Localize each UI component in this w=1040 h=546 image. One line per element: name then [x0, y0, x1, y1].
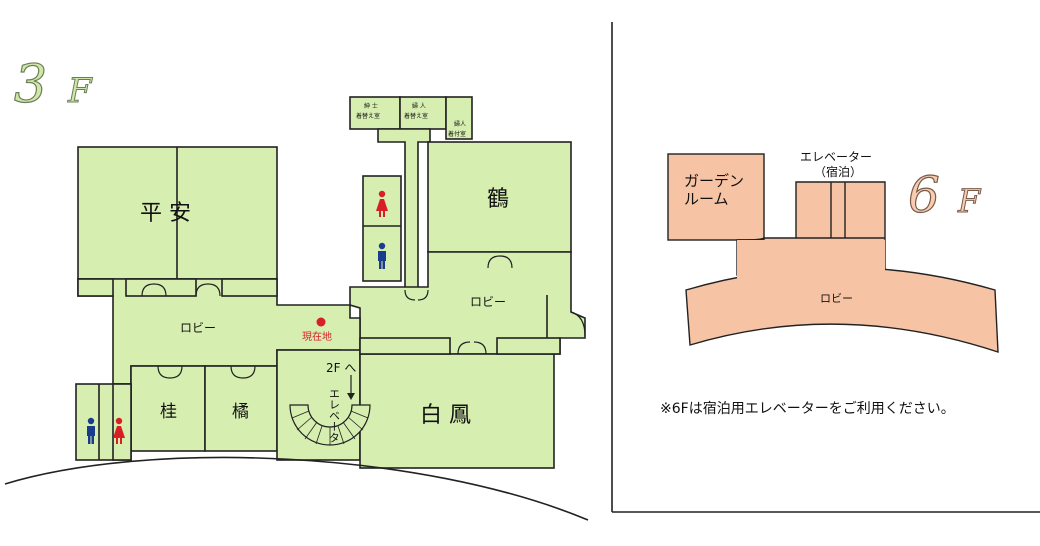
female-restroom-icon-south — [113, 417, 125, 444]
womens-kitsuke-label-1: 婦人 — [454, 120, 466, 128]
womens-kitsuke-label-2: 着付室 — [448, 130, 466, 138]
male-restroom-icon-south — [87, 417, 95, 444]
katsura-label: 桂 — [160, 402, 177, 422]
floor6-labels: ガーデン ルーム エレベーター （宿泊） ロビー 6 F ※6Fは宿泊用エレベー… — [660, 150, 983, 417]
current-location-label: 現在地 — [302, 330, 332, 343]
mens-dressing-label-2: 着替え室 — [356, 112, 380, 120]
stairs-2f-label: 2F へ — [326, 361, 356, 375]
tsuru-room — [427, 141, 572, 253]
tachibana-room — [204, 365, 278, 452]
tsuru-label: 鶴 — [487, 187, 509, 212]
hakuho-room — [359, 353, 555, 469]
heian-label: 平 安 — [140, 201, 191, 226]
womens-kitsuke-room — [445, 96, 473, 140]
hakuho-label: 白 鳳 — [420, 403, 471, 428]
elevator-6f-label-2: （宿泊） — [814, 164, 862, 179]
lobby-main-label: ロビー — [180, 321, 216, 335]
floor3-title-number: 3 — [14, 55, 47, 115]
floor6-title-number: 6 — [908, 166, 940, 224]
mens-dressing-label-1: 紳 士 — [364, 102, 378, 110]
floor6-map — [667, 153, 999, 353]
lobby-6f-label: ロビー — [820, 292, 853, 305]
garden-room-label-2: ルーム — [684, 190, 729, 208]
garden-room — [667, 153, 765, 241]
tachibana-label: 橘 — [232, 402, 249, 422]
garden-room-label-1: ガーデン — [684, 172, 744, 190]
floor6-title-suffix: F — [957, 182, 982, 220]
womens-dressing-label-1: 婦 人 — [412, 102, 426, 110]
stairs-elevator-label: エレベータ — [328, 388, 341, 443]
lobby-east-label: ロビー — [470, 295, 506, 309]
ground-curve — [4, 456, 589, 521]
elevator-6f-label-1: エレベーター — [800, 150, 872, 164]
womens-dressing-label-2: 着替え室 — [404, 112, 428, 120]
female-restroom-icon — [376, 190, 388, 217]
floor3-map — [75, 96, 586, 469]
elevator-note: ※6Fは宿泊用エレベーターをご利用ください。 — [660, 400, 955, 417]
lobby-6f — [685, 266, 999, 353]
spiral-staircase — [289, 404, 371, 446]
male-restroom-icon — [378, 242, 386, 269]
floor3-labels: 3 F 平 安 鶴 白 鳳 桂 橘 ロビー ロビー 現在地 2F へ エレベータ… — [13, 54, 509, 443]
current-location-marker — [316, 317, 326, 327]
mens-dressing-room — [349, 96, 401, 130]
floor3-title-suffix: F — [67, 71, 93, 111]
